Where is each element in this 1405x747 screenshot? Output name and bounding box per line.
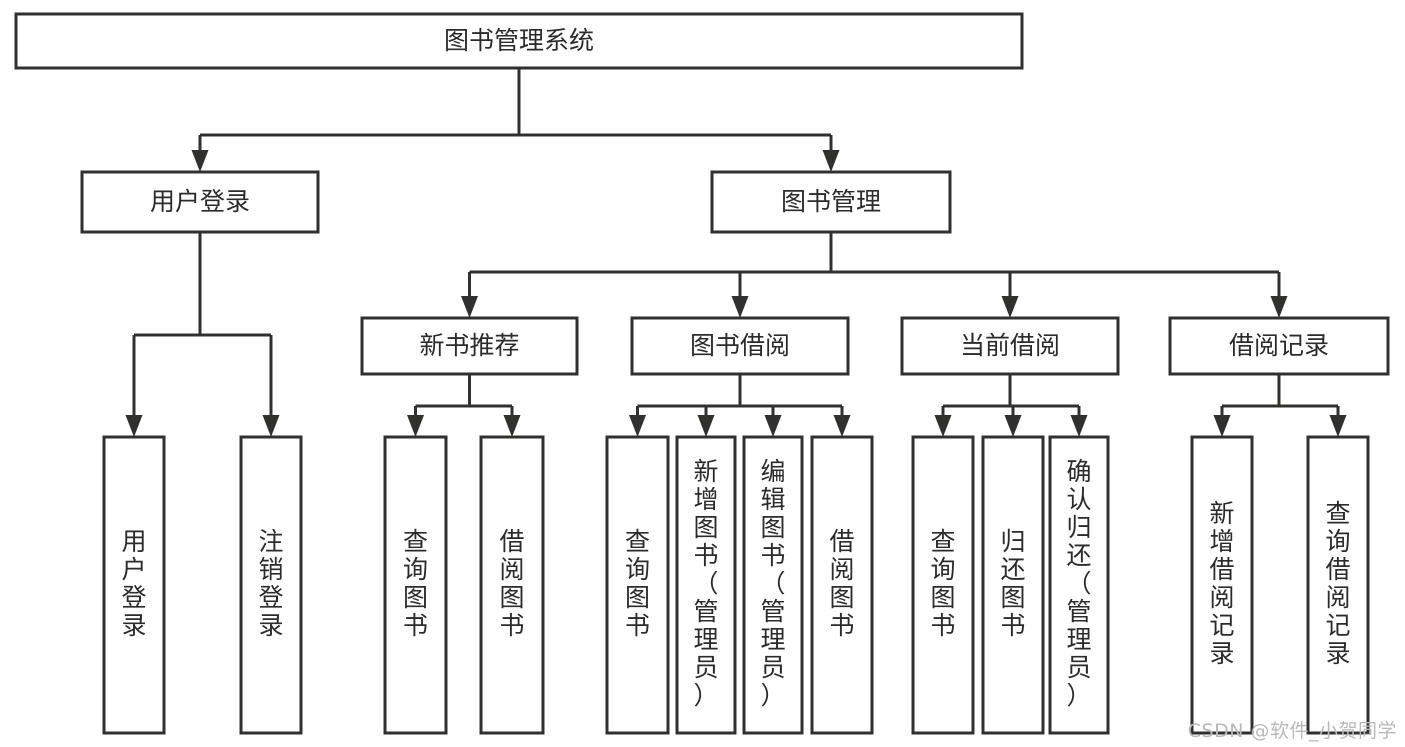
leaf-arrow-借阅记录-1-arrowhead [1329,415,1347,437]
node-leaf-8-label: 查询图书 [930,527,955,640]
node-user-login-label: 用户登录 [150,187,250,216]
node-leaf-5[interactable]: 新增图书（管理员） [675,435,737,735]
node-leaf-3-rect [479,435,545,735]
node-root-system[interactable]: 图书管理系统 [14,12,1024,70]
node-root-system-label: 图书管理系统 [444,26,594,55]
node-book-management-rect [710,170,952,234]
node-l3-0-label: 新书推荐 [419,331,519,360]
node-l3-1[interactable]: 图书借阅 [630,316,850,376]
l2-to-l3-1-arrowhead [731,296,749,318]
node-leaf-8-rect [911,435,975,735]
node-l3-1-label: 图书借阅 [690,331,790,360]
node-l3-3-rect [1168,316,1390,376]
node-leaf-4-label: 查询图书 [625,527,650,640]
leaf-arrow-用户登录-1-arrowhead [262,415,280,437]
node-leaf-2-rect [383,435,448,735]
connector-lines [125,68,1347,437]
node-book-management-label: 图书管理 [781,187,881,216]
node-leaf-11-label: 新增借阅记录 [1209,499,1234,668]
node-leaf-10[interactable]: 确认归还（管理员） [1048,435,1110,735]
l2-to-l3-2-arrowhead [1001,296,1019,318]
node-leaf-0[interactable]: 用户登录 [102,435,166,735]
node-leaf-3-label: 借阅图书 [499,527,524,640]
node-leaf-7[interactable]: 借阅图书 [810,435,874,735]
node-leaf-11[interactable]: 新增借阅记录 [1190,435,1254,735]
node-l3-2-rect [900,316,1120,376]
node-root-system-rect [14,12,1024,70]
node-l3-0[interactable]: 新书推荐 [360,316,579,376]
node-leaf-4[interactable]: 查询图书 [605,435,670,735]
node-leaf-9[interactable]: 归还图书 [981,435,1045,735]
node-l3-3[interactable]: 借阅记录 [1168,316,1390,376]
leaf-arrow-图书借阅-1-arrowhead [697,415,715,437]
node-leaf-7-rect [810,435,874,735]
node-leaf-9-rect [981,435,1045,735]
node-boxes: 图书管理系统用户登录图书管理新书推荐图书借阅当前借阅借阅记录用户登录注销登录查询… [14,12,1390,735]
leaf-arrow-图书借阅-3-arrowhead [833,415,851,437]
leaf-arrow-当前借阅-0-arrowhead [934,415,952,437]
node-leaf-5-rect [675,435,737,735]
node-leaf-7-label: 借阅图书 [829,527,854,640]
node-user-login[interactable]: 用户登录 [80,170,320,234]
node-leaf-1[interactable]: 注销登录 [239,435,303,735]
node-leaf-1-rect [239,435,303,735]
node-l3-0-rect [360,316,579,376]
node-leaf-6[interactable]: 编辑图书（管理员） [742,435,804,735]
node-book-management[interactable]: 图书管理 [710,170,952,234]
leaf-arrow-新书推荐-1-arrowhead [503,415,521,437]
leaf-arrow-借阅记录-0-arrowhead [1213,415,1231,437]
node-leaf-12-label: 查询借阅记录 [1325,499,1350,668]
node-leaf-10-rect [1048,435,1110,735]
node-leaf-0-rect [102,435,166,735]
node-leaf-6-rect [742,435,804,735]
root-to-l2-1-arrowhead [822,150,840,172]
node-leaf-11-rect [1190,435,1254,735]
l2-to-l3-3-arrowhead [1270,296,1288,318]
node-user-login-rect [80,170,320,234]
l2-to-l3-0-arrowhead [461,296,478,318]
node-leaf-12-rect [1306,435,1370,735]
node-leaf-8[interactable]: 查询图书 [911,435,975,735]
node-l3-2[interactable]: 当前借阅 [900,316,1120,376]
leaf-arrow-图书借阅-0-arrowhead [629,415,646,437]
node-leaf-9-label: 归还图书 [1000,527,1025,640]
node-l3-2-label: 当前借阅 [960,331,1060,360]
node-leaf-2[interactable]: 查询图书 [383,435,448,735]
node-l3-3-label: 借阅记录 [1229,331,1329,360]
leaf-arrow-用户登录-0-arrowhead [125,415,143,437]
leaf-arrow-当前借阅-2-arrowhead [1070,415,1088,437]
leaf-arrow-图书借阅-2-arrowhead [764,415,782,437]
node-leaf-5-label: 新增图书（管理员） [693,457,718,710]
node-leaf-1-label: 注销登录 [258,527,283,640]
node-leaf-6-label: 编辑图书（管理员） [760,457,785,710]
root-to-l2-0-arrowhead [191,150,209,172]
leaf-arrow-新书推荐-0-arrowhead [407,415,424,437]
node-leaf-10-label: 确认归还（管理员） [1066,457,1091,710]
node-l3-1-rect [630,316,850,376]
node-leaf-3[interactable]: 借阅图书 [479,435,545,735]
node-leaf-12[interactable]: 查询借阅记录 [1306,435,1370,735]
node-leaf-4-rect [605,435,670,735]
node-leaf-2-label: 查询图书 [403,527,428,640]
node-leaf-0-label: 用户登录 [121,527,146,640]
leaf-arrow-当前借阅-1-arrowhead [1004,415,1022,437]
